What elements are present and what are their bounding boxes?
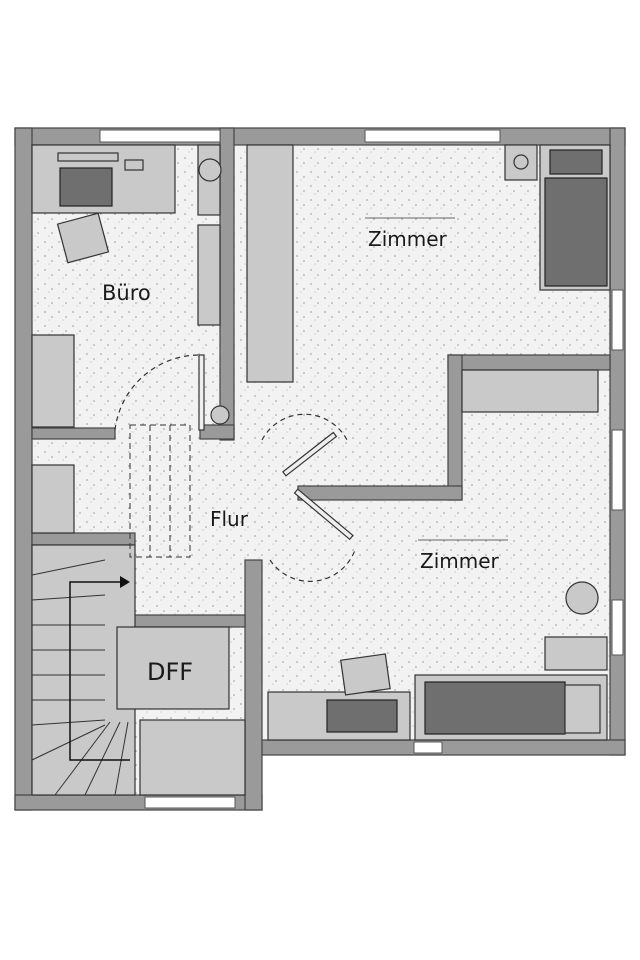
- pillow-bottom: [564, 684, 601, 734]
- window-right-3: [611, 599, 624, 656]
- stair-direction-arrow: [69, 581, 130, 761]
- bed-blanket: [544, 177, 608, 287]
- room-top-furniture: [246, 144, 611, 413]
- window-right-1: [611, 289, 624, 351]
- office-furniture: [31, 144, 230, 534]
- plant-icon: [565, 581, 599, 615]
- windows: [99, 129, 624, 809]
- window-bottom-right: [413, 741, 443, 754]
- skylight-box: [116, 626, 230, 710]
- cabinet-hall: [31, 464, 75, 534]
- doors: [114, 354, 356, 582]
- keyboard-mat: [59, 167, 113, 207]
- pillow: [549, 149, 603, 175]
- monitor-bottom: [326, 699, 398, 733]
- chair-bottom: [340, 653, 391, 696]
- room-label-room-top: Zimmer: [368, 227, 448, 251]
- office-chair: [56, 212, 110, 264]
- monitor: [57, 152, 119, 162]
- cabinet-office: [31, 334, 75, 428]
- window-room-top: [364, 129, 501, 143]
- room-label-hallway: Flur: [210, 507, 249, 531]
- sideboard: [461, 369, 599, 413]
- lamp-icon: [513, 154, 529, 170]
- mouse: [124, 159, 144, 171]
- room-label-office: Büro: [102, 281, 151, 305]
- room-label-room-bottom: Zimmer: [420, 549, 500, 573]
- nightstand-bottom: [544, 636, 608, 671]
- bed-blanket-bottom: [424, 681, 566, 735]
- window-right-2: [611, 429, 624, 511]
- door-room-top: [282, 431, 338, 477]
- pipe-icon: [210, 405, 230, 425]
- door-room-bottom: [293, 488, 354, 541]
- window-office: [99, 129, 221, 143]
- attic-hatch: [129, 424, 191, 558]
- interior-walls: [31, 127, 611, 721]
- shelf: [197, 224, 221, 326]
- storage-area: [139, 719, 246, 796]
- plant-icon: [198, 158, 222, 182]
- wardrobe: [246, 144, 294, 383]
- door-office: [198, 354, 205, 431]
- arrow-head-icon: [120, 576, 130, 588]
- room-label-skylight: DFF: [147, 658, 193, 686]
- window-bottom: [144, 796, 236, 809]
- room-bottom-furniture: [267, 581, 608, 741]
